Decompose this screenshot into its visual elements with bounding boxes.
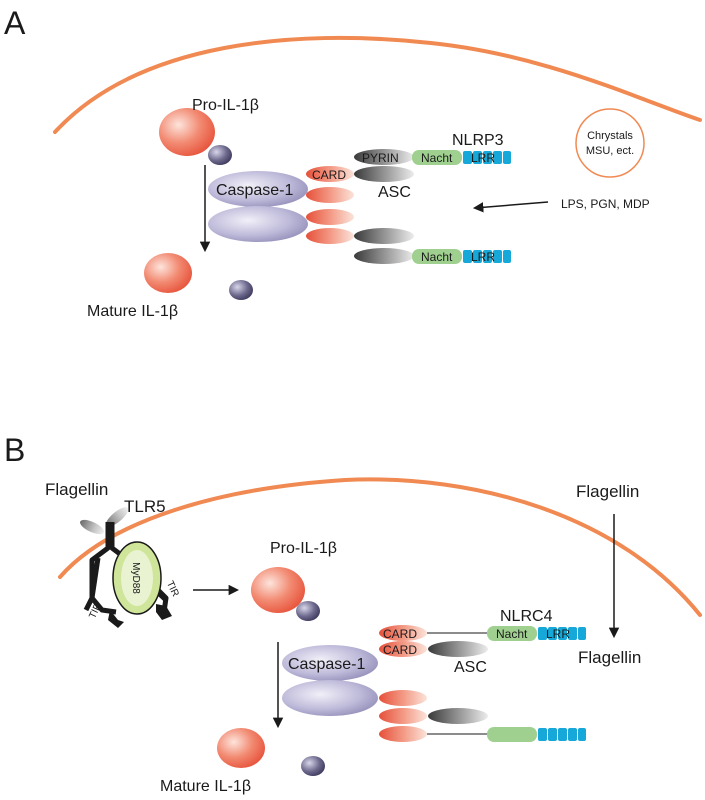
crystals-line1: Chrystals	[587, 130, 633, 142]
card-b-3	[379, 690, 427, 706]
card-b-top-label: CARD	[383, 627, 417, 641]
mature-il1b-a	[144, 253, 192, 293]
small-protein-b	[296, 601, 320, 621]
asc-a-top	[354, 166, 414, 182]
pyrin-a	[354, 149, 414, 165]
lrr-a-bottom	[463, 250, 511, 263]
mature-il1b-a-label: Mature IL-1β	[87, 303, 178, 320]
pro-il1b-b-label: Pro-IL-1β	[270, 540, 337, 557]
panel-b-letter: B	[4, 432, 25, 468]
card-a-4	[306, 228, 354, 244]
small-protein-b-released	[301, 756, 325, 776]
flagellin-left-label: Flagellin	[45, 480, 108, 499]
cell-membrane-a	[53, 35, 702, 134]
caspase-1-a-lower	[208, 206, 308, 242]
caspase-1-a	[208, 171, 308, 207]
caspase-1-b	[282, 645, 378, 681]
arrow-a-stimuli	[472, 201, 549, 213]
nacht-b-label: Nacht	[496, 627, 528, 641]
pro-il1b-a	[159, 108, 215, 156]
nacht-b-bottom	[487, 727, 537, 742]
asc-b-top	[428, 641, 488, 657]
pro-il1b-a-label: Pro-IL-1β	[192, 97, 259, 114]
panel-a-letter: A	[4, 5, 26, 41]
card-a-label: CARD	[312, 168, 346, 182]
nlrp3-label: NLRP3	[452, 132, 504, 149]
lrr-b-top	[538, 627, 586, 640]
lrr-b-label: LRR	[546, 627, 570, 641]
small-protein-a	[208, 145, 232, 165]
asc-a-label: ASC	[378, 184, 411, 201]
asc-b-label: ASC	[454, 659, 487, 676]
flagellin-inside-label: Flagellin	[578, 648, 641, 667]
small-protein-a-released	[229, 280, 253, 300]
nacht-b-top	[487, 626, 537, 641]
lrr-a-top-label: LRR	[471, 151, 495, 165]
myd88-core	[121, 550, 153, 606]
crystals-circle	[575, 108, 645, 178]
asc-a-mid	[354, 228, 414, 244]
mature-il1b-b-label: Mature IL-1β	[160, 778, 251, 795]
lrr-a-top	[463, 151, 511, 164]
myd88-label: MyD88	[130, 562, 141, 594]
nacht-a-top-label: Nacht	[421, 151, 453, 165]
card-a-3	[306, 209, 354, 225]
crystals-line2: MSU, ect.	[586, 145, 634, 157]
card-b-top	[379, 625, 427, 641]
stimuli-label: LPS, PGN, MDP	[561, 197, 650, 211]
asc-b-bottom	[428, 708, 488, 724]
card-a-2	[306, 187, 354, 203]
nacht-a-bottom	[412, 249, 462, 264]
mature-il1b-b	[217, 728, 265, 768]
lrr-a-bottom-label: LRR	[471, 250, 495, 264]
caspase-1-a-label: Caspase-1	[216, 182, 293, 199]
card-b-mid-label: CARD	[383, 643, 417, 657]
pro-il1b-b	[251, 567, 305, 613]
card-b-4	[379, 708, 427, 724]
flagellin-outside-label: Flagellin	[576, 482, 639, 501]
nacht-a-top	[412, 150, 462, 165]
lrr-b-bottom	[538, 728, 586, 741]
card-a-top	[306, 166, 354, 182]
card-b-mid	[379, 641, 427, 657]
nlrc4-label: NLRC4	[500, 608, 553, 625]
caspase-1-b-label: Caspase-1	[288, 656, 365, 673]
card-b-5	[379, 726, 427, 742]
asc-a-bottom	[354, 248, 414, 264]
nacht-a-bottom-label: Nacht	[421, 250, 453, 264]
caspase-1-b-lower	[282, 680, 378, 716]
tlr5-label: TLR5	[124, 497, 166, 516]
pyrin-a-label: PYRIN	[362, 151, 399, 165]
